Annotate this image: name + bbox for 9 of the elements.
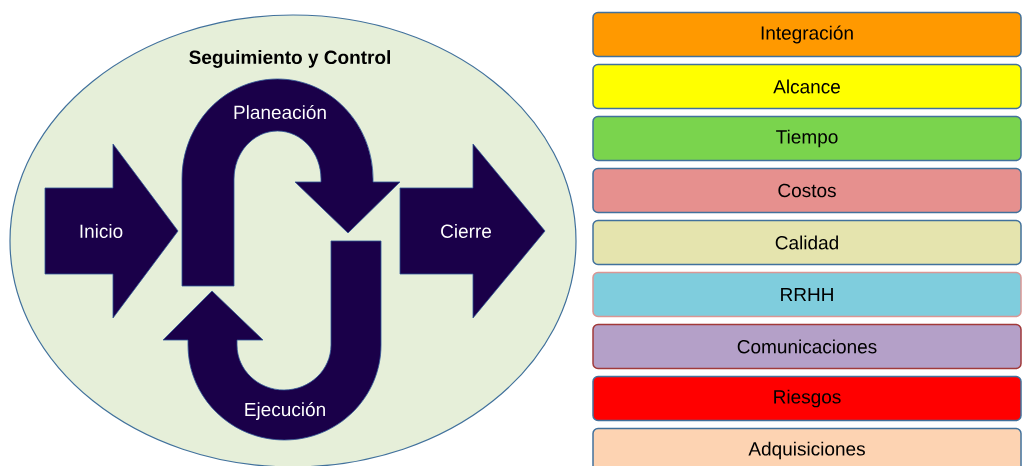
category-bar: RRHH	[592, 271, 1022, 318]
category-bar: Integración	[592, 11, 1022, 58]
category-bar: Costos	[592, 167, 1022, 214]
category-bar: Adquisiciones	[592, 427, 1022, 466]
category-bar: Comunicaciones	[592, 323, 1022, 370]
category-bar: Riesgos	[592, 375, 1022, 422]
category-bar: Tiempo	[592, 115, 1022, 162]
category-bar: Calidad	[592, 219, 1022, 266]
category-bar: Alcance	[592, 63, 1022, 110]
